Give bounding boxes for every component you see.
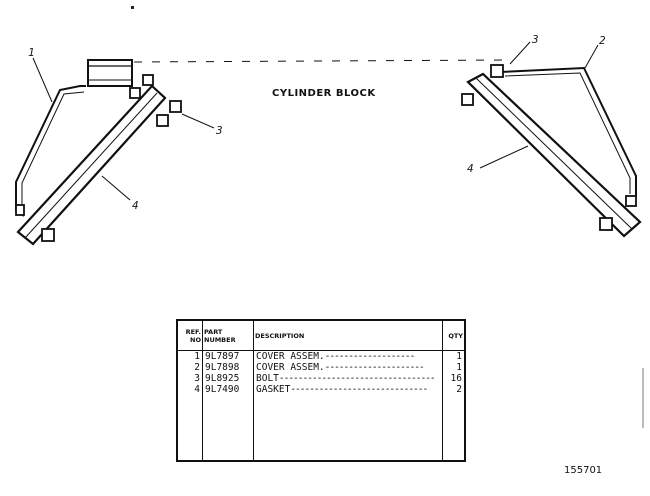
right-bolt-a [490, 64, 504, 78]
empty-cell [202, 395, 254, 461]
row-part-number: 9L8925 [202, 373, 254, 384]
row-qty: 2 [442, 384, 466, 395]
header-description: DESCRIPTION [253, 319, 443, 351]
row-ref: 3 [176, 373, 203, 384]
left-bolt-b [129, 87, 141, 99]
leader-left-4 [101, 175, 131, 201]
row-description: GASKET----------------------------- [253, 384, 443, 395]
left-bolt-c [169, 100, 182, 113]
row-description-text: COVER ASSEM. [256, 351, 325, 362]
table-row: 4 9L7490 GASKET-------------------------… [176, 384, 466, 395]
row-part-number: 9L7898 [202, 362, 254, 373]
left-bolt-a [142, 74, 154, 86]
row-qty: 1 [442, 350, 466, 362]
scan-edge-line [642, 368, 644, 428]
leader-dashes: --------------------------------- [278, 373, 436, 384]
right-flange-inner-edge [475, 77, 633, 230]
empty-cell [253, 395, 443, 461]
row-ref: 4 [176, 384, 203, 395]
table-row: 2 9L7898 COVER ASSEM.-------------------… [176, 362, 466, 373]
leader-dashes: ----------------------------- [290, 384, 428, 395]
diagram-title: CYLINDER BLOCK [272, 88, 376, 99]
row-description-text: COVER ASSEM. [256, 362, 325, 373]
left-bolt-f [15, 204, 25, 216]
leader-left-3 [181, 113, 215, 129]
leader-right-3 [509, 41, 531, 65]
empty-cell [442, 395, 466, 461]
leader-right-2 [584, 44, 599, 69]
left-bolt-d [156, 114, 169, 127]
table-row: 3 9L8925 BOLT---------------------------… [176, 373, 466, 384]
row-qty: 16 [442, 373, 466, 384]
row-qty: 1 [442, 362, 466, 373]
alignment-dash-line [133, 59, 509, 63]
callout-right-gasket: 4 [467, 162, 474, 175]
left-bolt-e [41, 228, 55, 242]
header-qty: QTY [442, 319, 466, 351]
scan-specks [131, 6, 644, 428]
right-bolt-d [599, 217, 613, 231]
row-ref: 2 [176, 362, 203, 373]
callout-right-bolt: 3 [532, 33, 539, 46]
document-number: 155701 [564, 465, 603, 476]
right-bolts [461, 64, 637, 231]
row-description: BOLT--------------------------------- [253, 373, 443, 384]
row-description: COVER ASSEM.------------------- [253, 350, 443, 362]
table-empty-space [176, 395, 466, 461]
header-ref-no: REF. NO [176, 319, 203, 351]
leader-right-4 [479, 145, 529, 169]
empty-cell [176, 395, 203, 461]
left-filler-neck [87, 59, 133, 87]
row-part-number: 9L7897 [202, 350, 254, 362]
row-description-text: GASKET [256, 384, 291, 395]
parts-table-header: REF. NO PART NUMBER DESCRIPTION QTY [176, 319, 466, 351]
callout-left-cover: 1 [28, 46, 35, 59]
right-cover-inner-line [504, 72, 631, 194]
right-bolt-b [461, 93, 474, 106]
row-description: COVER ASSEM.--------------------- [253, 362, 443, 373]
leader-dashes: ------------------- [324, 351, 416, 362]
row-part-number: 9L7490 [202, 384, 254, 395]
header-part-number: PART NUMBER [202, 319, 254, 351]
right-bolt-c [625, 195, 637, 207]
right-cover-assembly [461, 41, 642, 238]
left-cover-inner-line [21, 91, 85, 208]
left-cover-assembly [15, 57, 215, 246]
left-flange-inner-edge [24, 92, 158, 239]
callout-left-gasket: 4 [132, 199, 139, 212]
row-description-text: BOLT [256, 373, 279, 384]
right-cover-body [499, 66, 637, 205]
leader-left-1 [32, 57, 53, 103]
leader-dashes: --------------------- [324, 362, 425, 373]
left-bolts [15, 74, 182, 242]
parts-table: REF. NO PART NUMBER DESCRIPTION QTY 1 9L… [176, 319, 466, 462]
row-ref: 1 [176, 350, 203, 362]
table-row: 1 9L7897 COVER ASSEM.-------------------… [176, 350, 466, 362]
callout-right-cover: 2 [599, 34, 606, 47]
scan-speck [131, 6, 134, 9]
callout-left-bolt: 3 [216, 124, 223, 137]
